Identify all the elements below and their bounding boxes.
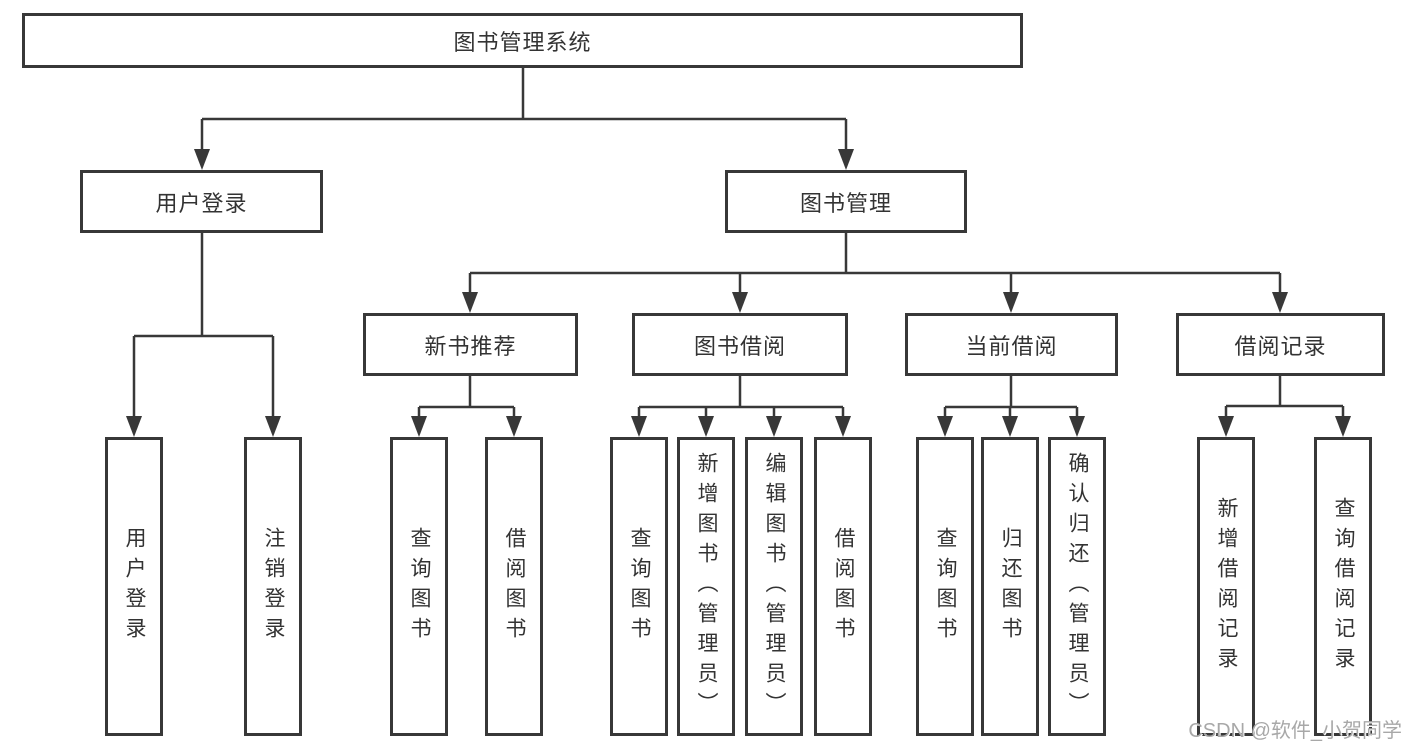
leaf-user-login: 用户登录 [105,437,163,736]
leaf-user-login-label: 用户登录 [123,526,146,647]
leaf-logout: 注销登录 [244,437,302,736]
node-current-borrow-label: 当前借阅 [965,333,1058,359]
leaf-confirm-return-admin-label: 确认归还（管理员） [1066,451,1089,722]
leaf-edit-books-admin-label: 编辑图书（管理员） [763,451,786,722]
leaf-current-query-books: 查询图书 [916,437,974,736]
node-book-management-label: 图书管理 [799,190,892,216]
leaf-logout-label: 注销登录 [262,526,285,647]
leaf-current-query-books-label: 查询图书 [934,526,957,647]
leaf-newbook-query-books: 查询图书 [390,437,448,736]
leaf-query-borrow-record-label: 查询借阅记录 [1332,496,1355,677]
leaf-return-books: 归还图书 [981,437,1039,736]
leaf-newbook-query-books-label: 查询图书 [408,526,431,647]
leaf-add-borrow-record: 新增借阅记录 [1197,437,1255,736]
leaf-add-books-admin-label: 新增图书（管理员） [695,451,718,722]
node-book-management: 图书管理 [725,170,967,233]
node-root-label: 图书管理系统 [453,29,592,55]
node-book-borrow-label: 图书借阅 [693,333,786,359]
leaf-confirm-return-admin: 确认归还（管理员） [1048,437,1106,736]
node-new-book-recommend-label: 新书推荐 [424,333,517,359]
leaf-query-borrow-record: 查询借阅记录 [1314,437,1372,736]
node-current-borrow: 当前借阅 [905,313,1118,376]
leaf-add-books-admin: 新增图书（管理员） [677,437,735,736]
node-root-system: 图书管理系统 [22,13,1023,68]
leaf-borrow-books: 借阅图书 [814,437,872,736]
node-borrow-record-label: 借阅记录 [1234,333,1327,359]
arrowhead-icons [126,149,1351,437]
leaf-edit-books-admin: 编辑图书（管理员） [745,437,803,736]
node-user-login: 用户登录 [80,170,323,233]
node-new-book-recommend: 新书推荐 [363,313,578,376]
leaf-borrow-query-books-label: 查询图书 [628,526,651,647]
leaf-add-borrow-record-label: 新增借阅记录 [1215,496,1238,677]
node-user-login-label: 用户登录 [155,190,248,216]
leaf-return-books-label: 归还图书 [999,526,1022,647]
csdn-watermark: CSDN @软件_小贺同学 [1188,720,1402,742]
leaf-newbook-borrow-books-label: 借阅图书 [503,526,526,647]
node-book-borrow: 图书借阅 [632,313,848,376]
leaf-newbook-borrow-books: 借阅图书 [485,437,543,736]
leaf-borrow-books-label: 借阅图书 [832,526,855,647]
leaf-borrow-query-books: 查询图书 [610,437,668,736]
node-borrow-record: 借阅记录 [1176,313,1385,376]
